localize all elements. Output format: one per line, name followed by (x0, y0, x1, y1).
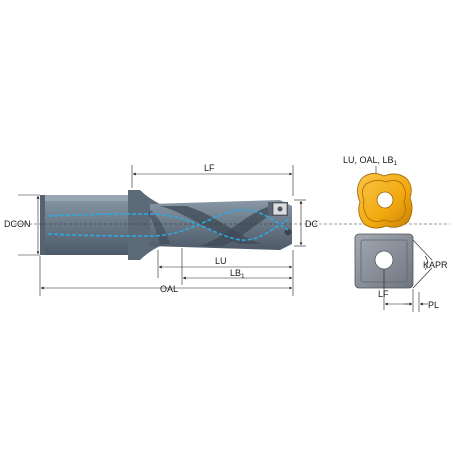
dcon-label: DCON (4, 219, 31, 229)
drill-shank (40, 195, 128, 255)
kapr-dimension: KAPR (412, 239, 448, 289)
lb1-label: LB (230, 268, 241, 278)
tip-insert-hole (277, 206, 283, 212)
insert-view-title: LU, OAL, LB (343, 155, 394, 165)
lb1-subscript: 1 (241, 273, 245, 280)
svg-text:LU, OAL, LB1: LU, OAL, LB1 (343, 155, 398, 167)
dc-label: DC (305, 219, 318, 229)
dc-dimension: DC (294, 199, 318, 247)
lf-insert-label: LF (378, 289, 389, 299)
gold-insert (357, 173, 413, 229)
coolant-channel-2 (47, 209, 289, 237)
shank-end-cap (40, 195, 45, 255)
lb1-dimension: LB1 (181, 248, 293, 285)
grey-insert-hole (374, 250, 394, 270)
insert-view-title-subscript: 1 (394, 160, 398, 167)
grey-insert (354, 233, 414, 289)
dcon-dimension: DCON (4, 194, 40, 256)
lf-label: LF (204, 163, 215, 173)
lf-dimension: LF (131, 163, 294, 196)
svg-text:LB1: LB1 (230, 268, 245, 280)
kapr-label: KAPR (423, 260, 448, 270)
drill-body (40, 190, 292, 260)
gold-insert-edge (361, 179, 407, 223)
pl-label: PL (428, 300, 439, 310)
coolant-channel-1 (47, 213, 289, 241)
oal-dimension: OAL (39, 256, 293, 296)
pl-dimension: PL (404, 292, 439, 312)
lu-dimension: LU (157, 250, 294, 296)
tip-lower-insert (284, 228, 292, 236)
oal-label: OAL (160, 284, 178, 294)
lu-label: LU (215, 256, 227, 266)
shank-flat-top (45, 195, 128, 201)
gold-insert-hole (376, 191, 394, 209)
